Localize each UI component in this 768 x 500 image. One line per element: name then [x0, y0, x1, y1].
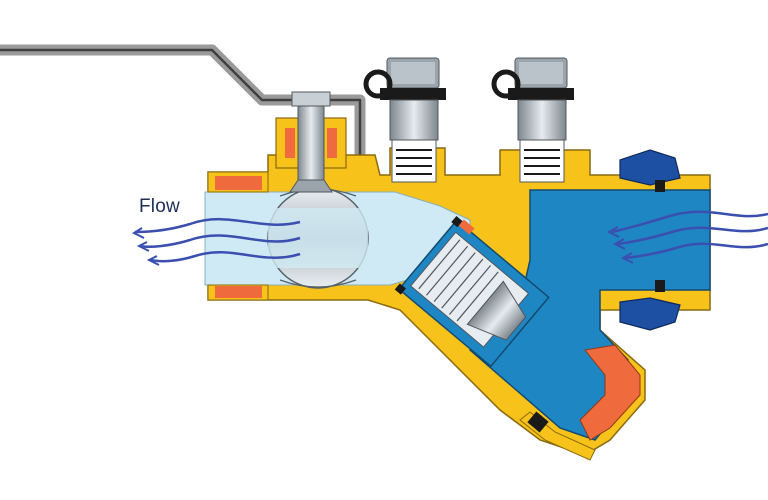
strainer-cap	[519, 344, 641, 461]
ball-valve	[267, 187, 369, 289]
test-port-right-spring	[524, 149, 560, 175]
outlet-connector	[207, 171, 269, 301]
test-port-left-spring	[396, 149, 432, 175]
lever-handle	[0, 44, 366, 160]
check-valve-cartridge	[394, 215, 550, 368]
inlet-nut	[619, 149, 681, 331]
valve-stem	[275, 91, 347, 193]
test-port-right	[491, 57, 574, 183]
test-port-left	[363, 57, 446, 183]
flow-label: Flow	[139, 196, 180, 217]
check-spring	[418, 239, 499, 322]
flow-arrows-inlet	[606, 210, 768, 264]
flow-arrows-outlet	[131, 217, 301, 266]
